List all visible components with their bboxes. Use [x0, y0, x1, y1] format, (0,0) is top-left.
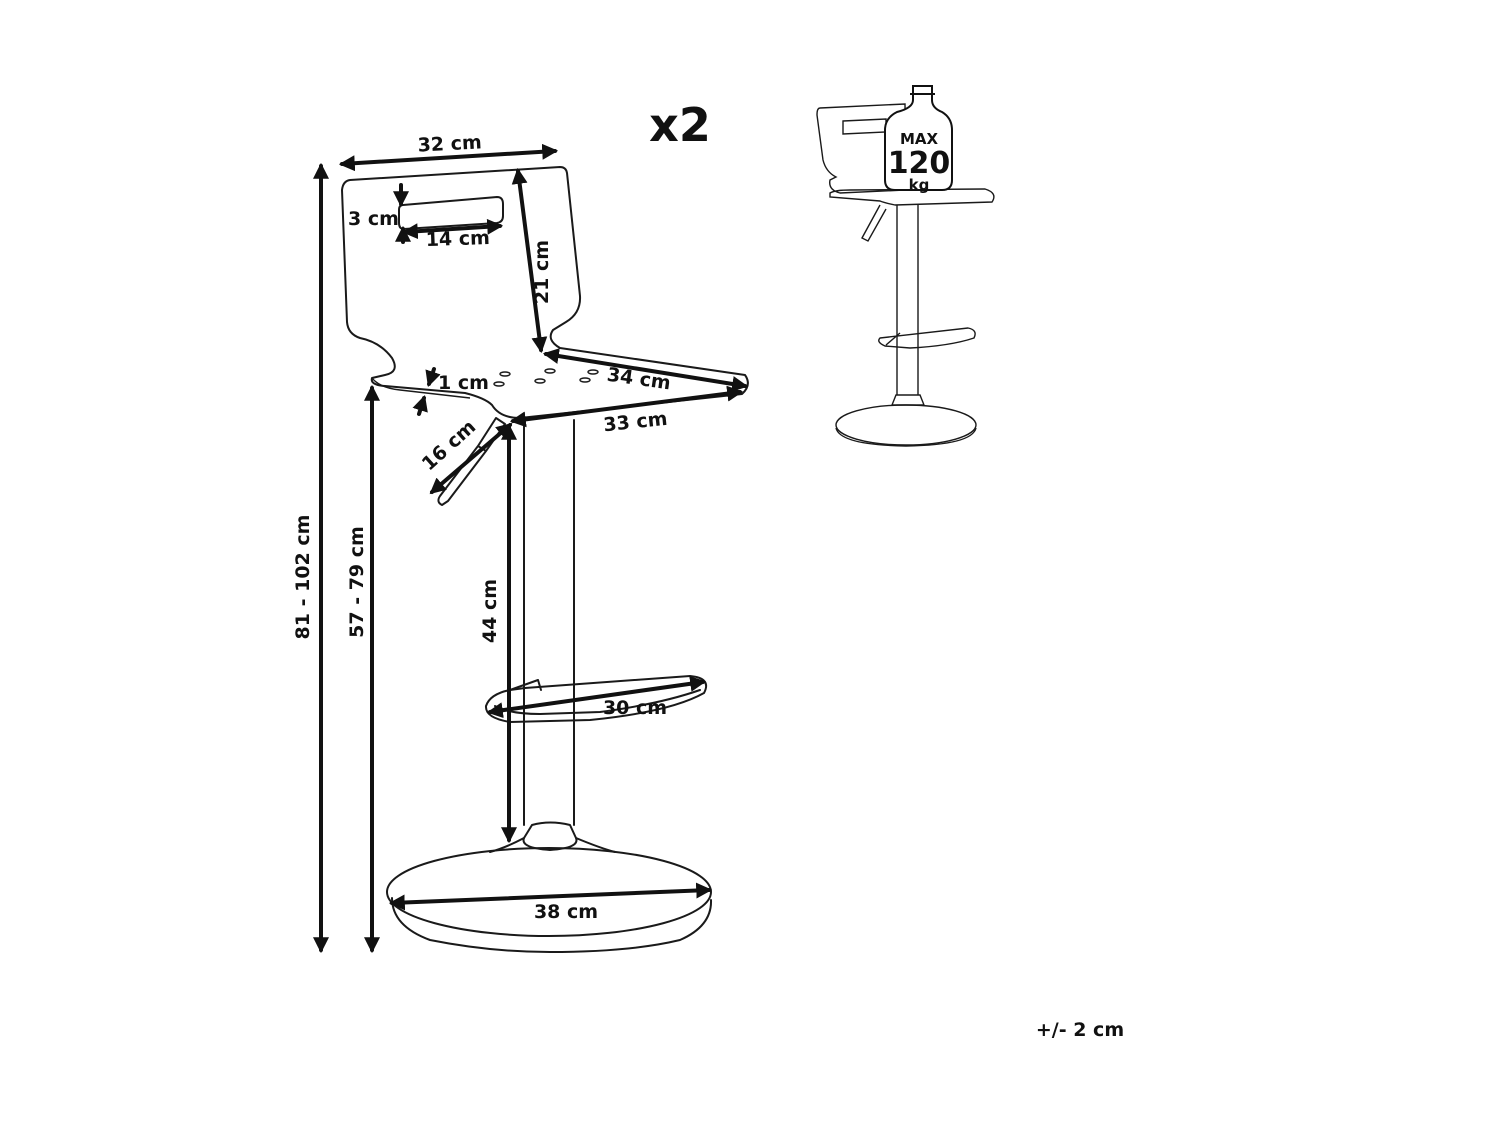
round-base-edge	[391, 897, 713, 953]
column-collar	[522, 821, 578, 851]
weight-max-label: MAX	[900, 130, 939, 148]
seat-holes	[493, 368, 599, 387]
dimension-arrows	[313, 143, 749, 954]
label-handle-height: 3 cm	[348, 208, 399, 230]
label-seat-depth: 34 cm	[606, 364, 673, 395]
label-seat-thickness: 1 cm	[438, 372, 489, 394]
quantity-label: x2	[649, 98, 711, 152]
small-stool-collar	[890, 394, 926, 406]
label-footrest-width: 30 cm	[603, 697, 667, 719]
label-base-diameter: 38 cm	[534, 901, 598, 923]
label-seat-width: 33 cm	[602, 408, 668, 437]
small-stool-column	[896, 205, 919, 395]
backrest-outline	[341, 166, 749, 419]
gas-column	[523, 419, 575, 826]
weight-icon	[884, 85, 953, 191]
small-stool-base	[835, 404, 977, 446]
label-seat-height: 57 - 79 cm	[346, 526, 368, 638]
weight-unit-label: kg	[909, 176, 930, 194]
weight-capacity-illustration: MAX 120 kg	[816, 85, 995, 447]
label-total-height: 81 - 102 cm	[292, 515, 314, 640]
small-stool-footrest	[878, 327, 976, 349]
label-backrest-width: 32 cm	[417, 131, 482, 156]
label-backrest-height: 21 cm	[531, 240, 553, 304]
tolerance-note: +/- 2 cm	[1036, 1019, 1124, 1041]
weight-value-label: 120	[888, 146, 951, 181]
label-lever-length: 16 cm	[418, 416, 480, 475]
dimension-labels: 32 cm 3 cm 14 cm 21 cm 1 cm 34 cm 33 cm …	[292, 131, 672, 923]
backrest-handle-slot	[398, 196, 504, 230]
small-stool-handle	[842, 118, 887, 135]
small-stool-seat	[829, 188, 995, 206]
small-stool-lever	[861, 204, 887, 242]
label-handle-width: 14 cm	[425, 227, 490, 251]
label-column-height: 44 cm	[479, 579, 501, 643]
